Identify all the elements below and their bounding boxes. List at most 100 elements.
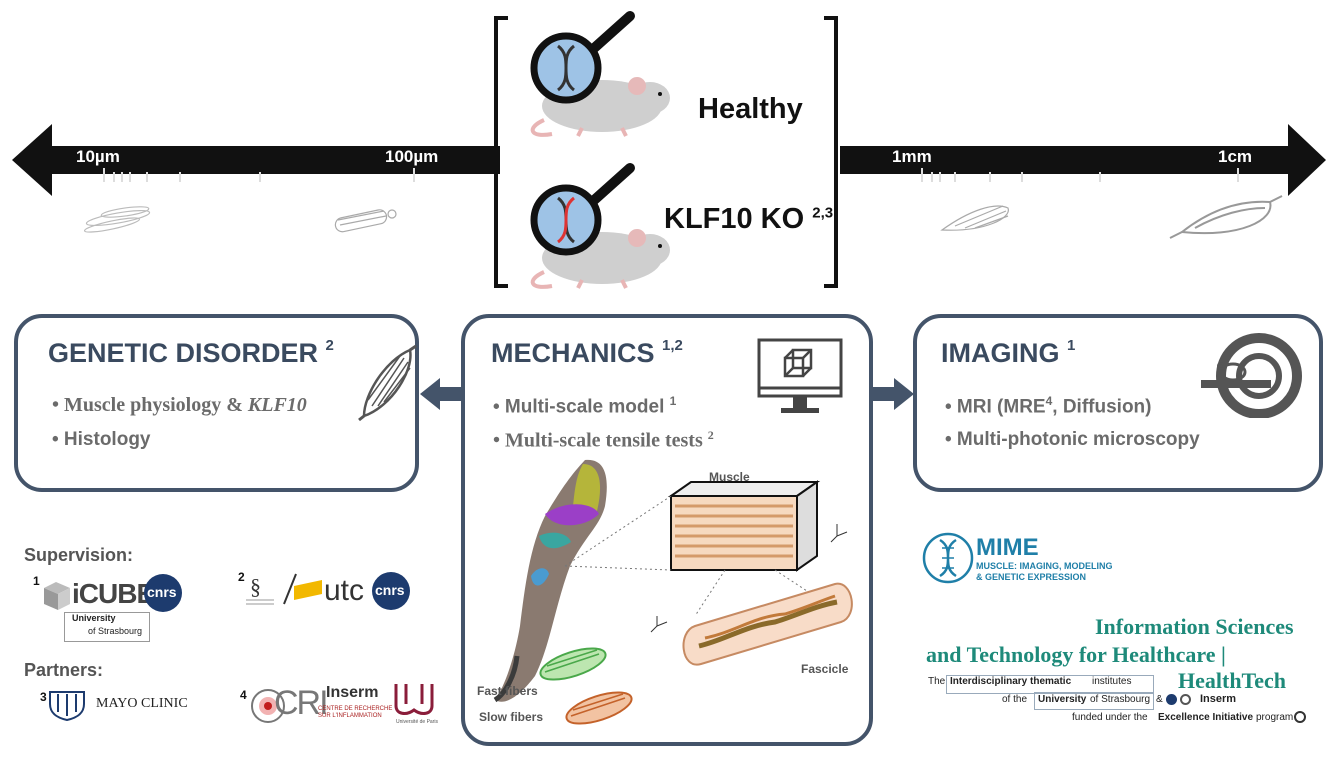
ko-label-text: KLF10 KO <box>664 203 805 235</box>
mechanics-bullet-2-ref: 2 <box>707 428 714 442</box>
muscle-sketch-1cm <box>1169 195 1283 239</box>
svg-text:§: § <box>250 574 261 599</box>
itinstitutes-t2a: of the <box>1002 694 1028 705</box>
inserm-mini-logo <box>1180 694 1191 705</box>
genetic-title: GENETIC DISORDER 2 <box>48 337 334 369</box>
cnrs-logo-1-text: cnrs <box>147 584 177 600</box>
utc-logo-mark <box>283 573 322 605</box>
partners-num-3: 3 <box>40 690 47 704</box>
scale-label-100um: 100µm <box>385 147 439 166</box>
itinstitutes-t2c: of Strasbourg <box>1090 694 1151 705</box>
itinstitutes-t3c: program <box>1256 712 1294 723</box>
fascicle-cylinder <box>682 582 853 666</box>
scale-ticks-right <box>921 168 1239 182</box>
idex-mini-logo <box>1294 711 1306 723</box>
scale-axis <box>12 124 1326 239</box>
genetic-bullet-1: • Muscle physiology & KLF10 <box>52 394 307 417</box>
imaging-title-ref: 1 <box>1067 337 1076 354</box>
mri-scanner-icon <box>1201 333 1302 418</box>
mime-name: MIME <box>976 534 1039 561</box>
itinstitutes-t2e: Inserm <box>1200 693 1237 705</box>
imaging-bullet-2: • Multi-photonic microscopy <box>945 429 1200 450</box>
mechanics-bullet-1: • Multi-scale model 1 <box>493 394 676 418</box>
mechanics-bullet-2: • Multi-scale tensile tests 2 <box>493 428 714 453</box>
icube-logo-mark <box>44 582 70 610</box>
universite-paris-logo <box>394 684 434 715</box>
imaging-panel: IMAGING 1 • MRI (MRE4, Diffusion) • Mult… <box>913 314 1323 492</box>
mice-bracket <box>494 16 838 288</box>
itinstitutes-t1a: The <box>928 676 946 687</box>
mayo-clinic-text: MAYO CLINIC <box>96 696 188 711</box>
unistra-university: University <box>72 613 116 623</box>
supervision-num-1: 1 <box>33 574 40 588</box>
imaging-title: IMAGING 1 <box>941 337 1076 369</box>
genetic-title-text: GENETIC DISORDER <box>48 338 319 368</box>
healthtech-line-2: and Technology for Healthcare | <box>926 642 1226 667</box>
imaging-bullet-1: • MRI (MRE4, Diffusion) <box>945 394 1151 418</box>
cri-logo-mark <box>251 689 285 723</box>
genetic-disorder-panel: GENETIC DISORDER 2 • Muscle physiology &… <box>14 314 419 492</box>
muscle-block <box>667 480 821 572</box>
genetic-bullet-1-text: • Muscle physiology & <box>52 394 248 416</box>
fiber-sketch-10um <box>83 206 151 233</box>
computer-model-icon <box>757 338 843 413</box>
genetic-title-ref: 2 <box>325 337 334 354</box>
itinstitutes-t1c: institutes <box>1092 676 1132 687</box>
mime-dna-logo <box>922 532 974 584</box>
mechanics-bullet-2-text: • Multi-scale tensile tests <box>493 429 703 452</box>
genetic-bullet-1-gene: KLF10 <box>247 394 307 416</box>
mime-sub-2: & GENETIC EXPRESSION <box>976 572 1087 582</box>
cnrs-mini-logo <box>1166 694 1177 705</box>
cri-subtitle: CENTRE DE RECHERCHE SUR L'INFLAMMATION <box>318 706 393 719</box>
itinstitutes-t2b: University <box>1038 694 1087 705</box>
universite-paris-text: Université de Paris <box>396 719 438 725</box>
fascicle-sketch-1mm <box>940 205 1009 231</box>
mechanics-title-ref: 1,2 <box>662 337 683 354</box>
muscle-icon <box>358 344 417 422</box>
cnrs-logo-2-text: cnrs <box>375 582 405 598</box>
genetic-bullet-2: • Histology <box>52 429 151 450</box>
scale-label-1mm: 1mm <box>892 147 932 166</box>
scale-label-1cm: 1cm <box>1218 147 1253 166</box>
fig-fascicle-label: Fascicle <box>801 662 849 676</box>
supervision-heading: Supervision: <box>24 545 134 565</box>
healthtech-line-3: HealthTech <box>1178 668 1286 693</box>
fiber-sketch-100um <box>334 209 397 233</box>
imaging-bullet-1-ref: 4 <box>1045 394 1053 408</box>
ko-label: KLF10 KO 2,3 <box>664 203 833 236</box>
scale-ticks-left <box>103 168 415 182</box>
healthtech-line-1: Information Sciences <box>1095 614 1294 639</box>
mayo-clinic-shield <box>49 691 85 722</box>
fast-fibers <box>539 647 607 681</box>
mechanics-title-text: MECHANICS <box>491 338 655 368</box>
scale-arrow-left <box>12 124 500 196</box>
mechanics-panel: MECHANICS 1,2 • Multi-scale model 1 • Mu… <box>461 314 873 746</box>
cnrs-logo-1 <box>144 574 182 612</box>
cri-logo-text: CRI <box>274 684 329 722</box>
imaging-bullet-1-end: , Diffusion) <box>1052 396 1152 418</box>
scale-arrow-right <box>840 124 1326 196</box>
icube-logo-text: iCUBE <box>72 578 155 609</box>
fig-fast-fibers-label: Fast fibers <box>477 684 538 698</box>
arrow-to-genetic <box>420 378 464 410</box>
healthy-label: Healthy <box>698 93 803 125</box>
sorbonne-logo: § <box>246 574 274 605</box>
itinstitutes-t1b: Interdisciplinary thematic <box>950 676 1072 687</box>
imaging-bullet-1-text: • MRI (MRE <box>945 396 1046 418</box>
itinstitutes-t3a: funded under the <box>1072 712 1148 723</box>
unistra-box <box>64 612 150 642</box>
unistra-strasbourg: of Strasbourg <box>88 626 143 636</box>
ko-label-refs: 2,3 <box>812 204 834 222</box>
mime-sub-1: MUSCLE: IMAGING, MODELING <box>976 561 1113 571</box>
ko-mouse-icon <box>530 163 670 289</box>
itinstitutes-box-2 <box>1034 692 1154 710</box>
scale-label-10um: 10µm <box>76 147 120 166</box>
partners-num-4: 4 <box>240 688 247 702</box>
inserm-text: Inserm <box>326 684 379 701</box>
itinstitutes-t2d: & <box>1156 694 1163 705</box>
mechanics-bullet-1-text: • Multi-scale model <box>493 396 665 418</box>
imaging-title-text: IMAGING <box>941 338 1060 368</box>
fig-muscle-label: Muscle <box>709 470 750 484</box>
itinstitutes-t3b: Excellence Initiative <box>1158 712 1254 723</box>
utc-logo-text: utc <box>324 574 365 607</box>
